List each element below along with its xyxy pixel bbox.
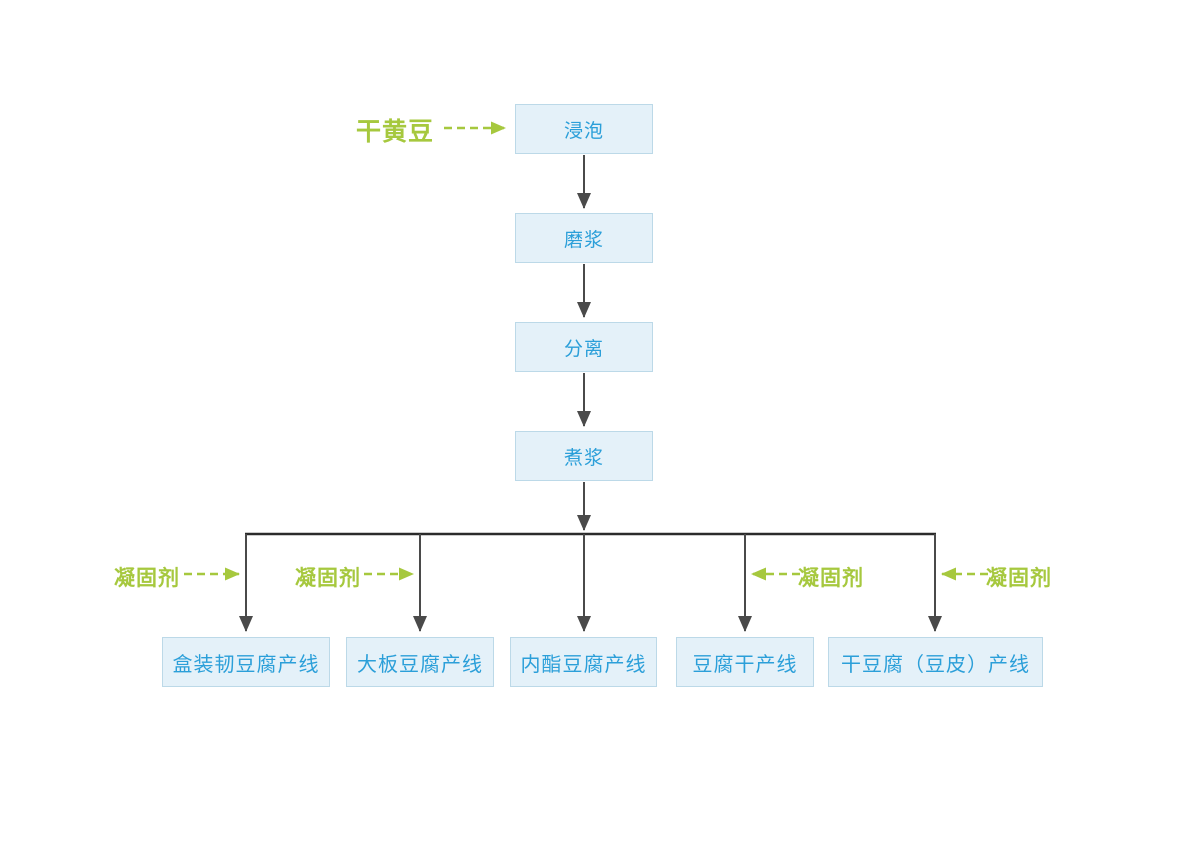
output-node-tofu-skin-line: 干豆腐（豆皮）产线 bbox=[828, 637, 1043, 687]
output-node-slab-tofu-line: 大板豆腐产线 bbox=[346, 637, 494, 687]
output-node-dried-tofu-line: 豆腐干产线 bbox=[676, 637, 814, 687]
coagulant-label-3: 凝固剂 bbox=[798, 567, 864, 590]
green-dashed-arrows bbox=[184, 121, 988, 581]
coagulant-label-1: 凝固剂 bbox=[114, 567, 180, 590]
output-node-boxed-firm-tofu-line: 盒装韧豆腐产线 bbox=[162, 637, 330, 687]
coagulant-label-4: 凝固剂 bbox=[986, 567, 1052, 590]
process-node-soak: 浸泡 bbox=[515, 104, 653, 154]
process-node-boil: 煮浆 bbox=[515, 431, 653, 481]
process-node-separate: 分离 bbox=[515, 322, 653, 372]
output-node-lactone-tofu-line: 内酯豆腐产线 bbox=[510, 637, 657, 687]
branch-arrows bbox=[239, 534, 942, 632]
input-material-label: 干黄豆 bbox=[356, 118, 435, 146]
process-node-grind: 磨浆 bbox=[515, 213, 653, 263]
coagulant-label-2: 凝固剂 bbox=[295, 567, 361, 590]
